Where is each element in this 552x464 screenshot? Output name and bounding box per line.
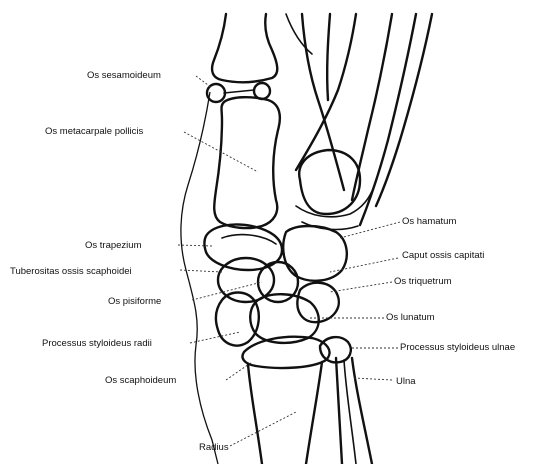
- label-processus-styloideus-radii: Processus styloideus radii: [42, 338, 152, 349]
- sesamoid-connector: [224, 90, 254, 93]
- label-os-hamatum: Os hamatum: [402, 216, 456, 227]
- label-tuberositas-ossis-scaphoidei: Tuberositas ossis scaphoidei: [10, 266, 132, 277]
- metacarpal-5-inner: [376, 14, 432, 206]
- label-os-pisiforme: Os pisiforme: [108, 296, 161, 307]
- leader-os-sesamoideum: [196, 76, 212, 88]
- leader-ulna: [354, 378, 392, 380]
- leader-os-triquetrum: [330, 282, 392, 292]
- proximal-phalanx: [212, 14, 277, 82]
- leader-radius: [230, 412, 296, 446]
- leader-os-hamatum: [340, 222, 400, 238]
- os-sesamoideum-ulnar: [254, 83, 270, 99]
- metacarpal-thin-line: [286, 14, 312, 54]
- label-processus-styloideus-ulnae: Processus styloideus ulnae: [400, 342, 515, 353]
- label-os-triquetrum: Os triquetrum: [394, 276, 452, 287]
- leader-caput-ossis-capitati: [330, 258, 398, 272]
- radius: [248, 362, 322, 464]
- metacarpal-2-back: [327, 14, 330, 100]
- label-os-sesamoideum: Os sesamoideum: [87, 70, 161, 81]
- metacarpal-2: [302, 14, 344, 190]
- label-caput-ossis-capitati: Caput ossis capitati: [402, 250, 484, 261]
- metacarpal-5: [360, 14, 416, 225]
- label-os-lunatum: Os lunatum: [386, 312, 435, 323]
- os-trapezoideum: [222, 235, 276, 244]
- leader-os-trapezium: [178, 245, 212, 246]
- label-os-trapezium: Os trapezium: [85, 240, 142, 251]
- metacarpal-base-oval: [299, 150, 360, 214]
- os-capitatum: [283, 226, 347, 281]
- radius-distal: [243, 337, 330, 368]
- label-ulna: Ulna: [396, 376, 416, 387]
- os-metacarpale-pollicis: [214, 97, 280, 228]
- label-os-metacarpale-pollicis: Os metacarpale pollicis: [45, 126, 143, 137]
- label-os-scaphoideum: Os scaphoideum: [105, 375, 176, 386]
- label-radius: Radius: [199, 442, 229, 453]
